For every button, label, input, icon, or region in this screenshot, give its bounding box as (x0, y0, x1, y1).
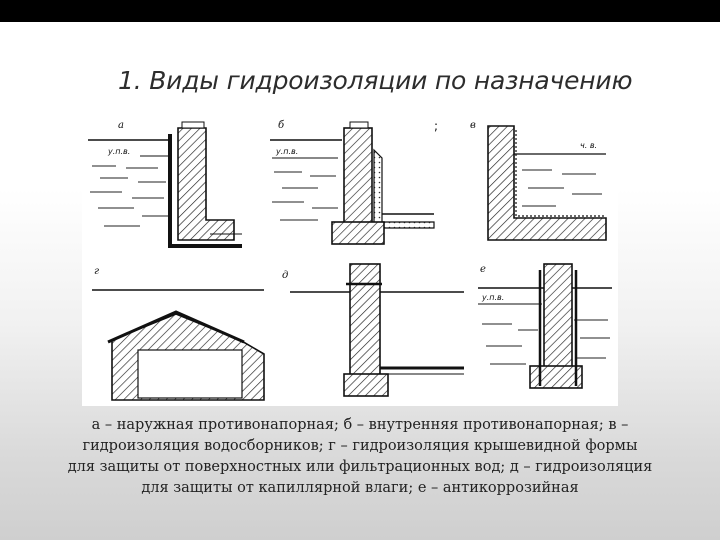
panel-label-g: г (94, 266, 99, 277)
panel-b: б у.п.в. ; (270, 119, 438, 245)
water-label-c: ч. в. (580, 141, 597, 150)
panel-label-b: б (278, 120, 285, 131)
slide-title: 1. Виды гидроизоляции по назначению (118, 66, 633, 95)
top-black-bar (0, 0, 720, 22)
panel-label-e: е (480, 264, 486, 275)
figure-caption: а – наружная противонапорная; б – внутре… (22, 415, 698, 499)
water-label-a: у.п.в. (107, 147, 130, 156)
caption-line-1: а – наружная противонапорная; б – внутре… (91, 417, 629, 433)
panel-g: г (92, 266, 265, 401)
panel-a: а у.п.в. (88, 120, 242, 248)
panel-label-a: а (118, 120, 124, 131)
caption-line-4: для защиты от капиллярной влаги; е – ант… (141, 480, 579, 496)
water-label-b: у.п.в. (275, 147, 298, 156)
panel-d: д (282, 263, 464, 397)
water-label-e: у.п.в. (481, 293, 504, 302)
panel-e: е у.п.в. (478, 263, 612, 389)
caption-line-3: для защиты от поверхностных или фильтрац… (67, 459, 653, 475)
panel-label-d: д (282, 270, 288, 281)
panel-c: в ч. в. (470, 120, 607, 241)
waterproofing-figure: а у.п.в. б у.п.в. (82, 110, 618, 406)
panel-label-c: в (470, 120, 476, 131)
svg-text:;: ; (434, 119, 438, 133)
caption-line-2: гидроизоляция водосборников; г – гидроиз… (82, 438, 638, 454)
